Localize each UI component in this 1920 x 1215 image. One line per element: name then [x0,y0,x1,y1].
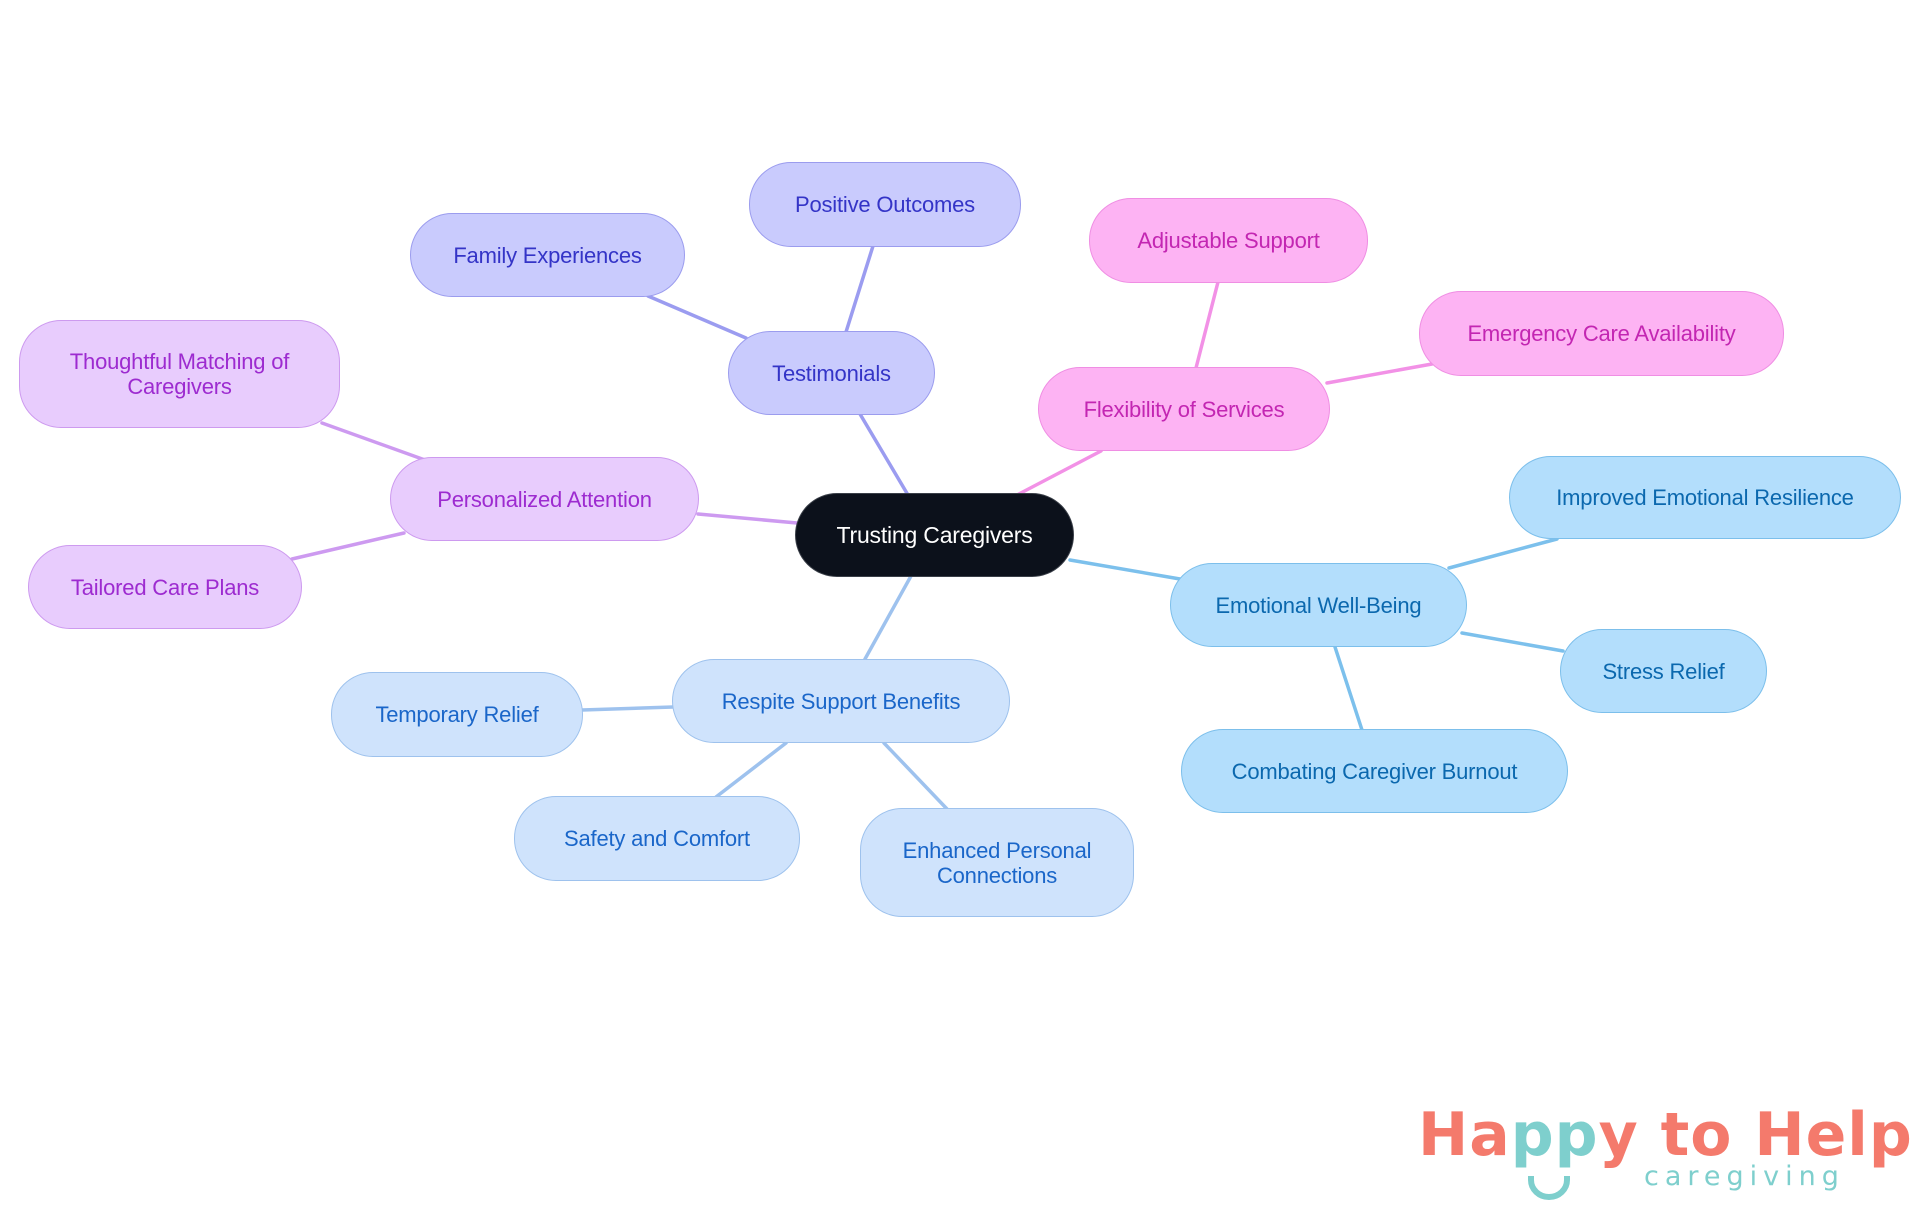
node-label: Trusting Caregivers [836,521,1033,548]
branch-node-emotional-well-being[interactable]: Emotional Well-Being [1170,563,1467,647]
node-label-line: Caregivers [127,374,232,399]
edge-flexibility-of-services-to-emergency-care [1325,362,1434,385]
brand-logo: Happy to Help caregiving [1418,1100,1912,1210]
node-label-line: Connections [936,862,1058,888]
edge-emotional-well-being-to-improved-resilience [1447,537,1559,570]
edge-testimonials-to-family-experiences [646,294,748,340]
leaf-node-stress-relief[interactable]: Stress Relief [1560,629,1767,713]
leaf-node-emergency-care[interactable]: Emergency Care Availability [1419,291,1784,376]
root-node-trusting-caregivers[interactable]: Trusting Caregivers [795,493,1074,577]
leaf-node-adjustable-support[interactable]: Adjustable Support [1089,198,1368,283]
edge-root-to-testimonials [858,412,910,497]
node-label: Respite Support Benefits [721,688,961,714]
logo-text-ha: Ha [1418,1100,1511,1170]
node-label: Temporary Relief [375,702,539,727]
node-label: Emergency Care Availability [1467,321,1736,346]
leaf-node-improved-resilience[interactable]: Improved Emotional Resilience [1509,456,1901,539]
edge-root-to-personalized-attention [696,512,799,525]
leaf-node-positive-outcomes[interactable]: Positive Outcomes [749,162,1021,247]
node-label: Flexibility of Services [1083,396,1285,422]
edge-respite-support-benefits-to-temporary-relief [580,705,675,712]
node-label: Testimonials [772,360,891,386]
smile-icon [1528,1176,1570,1200]
edge-flexibility-of-services-to-adjustable-support [1194,280,1220,370]
leaf-node-combating-burnout[interactable]: Combating Caregiver Burnout [1181,729,1568,813]
logo-text-y-to-help: y to Help [1598,1100,1913,1170]
node-label: Improved Emotional Resilience [1556,485,1854,510]
node-label: Safety and Comfort [564,826,750,851]
branch-node-flexibility-of-services[interactable]: Flexibility of Services [1038,367,1330,451]
node-label: Stress Relief [1602,658,1725,684]
branch-node-respite-support-benefits[interactable]: Respite Support Benefits [672,659,1010,743]
edge-testimonials-to-positive-outcomes [844,244,875,334]
edge-personalized-attention-to-tailored-care-plans [290,531,406,561]
node-label: Tailored Care Plans [70,574,260,600]
node-label: Adjustable Support [1137,228,1320,253]
edge-respite-support-benefits-to-enhanced-connections [882,741,949,811]
edge-emotional-well-being-to-stress-relief [1460,631,1565,653]
edge-root-to-flexibility-of-services [1015,449,1103,497]
edge-emotional-well-being-to-combating-burnout [1333,645,1364,732]
branch-node-personalized-attention[interactable]: Personalized Attention [390,457,699,541]
leaf-node-family-experiences[interactable]: Family Experiences [410,213,685,297]
node-label: Emotional Well-Being [1215,592,1422,618]
branch-node-testimonials[interactable]: Testimonials [728,331,935,415]
node-label-line: Enhanced Personal [902,837,1092,863]
node-label: Family Experiences [453,242,642,268]
node-label: Positive Outcomes [794,192,975,217]
edge-root-to-respite-support-benefits [863,574,913,661]
edge-respite-support-benefits-to-safety-and-comfort [714,741,788,799]
logo-tagline: caregiving [1644,1161,1845,1192]
node-label-line: Thoughtful Matching of [69,349,290,374]
leaf-node-safety-and-comfort[interactable]: Safety and Comfort [514,796,800,881]
edge-personalized-attention-to-thoughtful-matching [320,421,427,462]
node-label: Personalized Attention [437,486,652,512]
logo-wordmark: Happy to Help [1418,1100,1913,1170]
edge-root-to-emotional-well-being [1068,558,1182,581]
leaf-node-tailored-care-plans[interactable]: Tailored Care Plans [28,545,302,629]
logo-text-pp: pp [1510,1100,1599,1170]
node-label: Combating Caregiver Burnout [1231,758,1518,784]
leaf-node-temporary-relief[interactable]: Temporary Relief [331,672,583,757]
